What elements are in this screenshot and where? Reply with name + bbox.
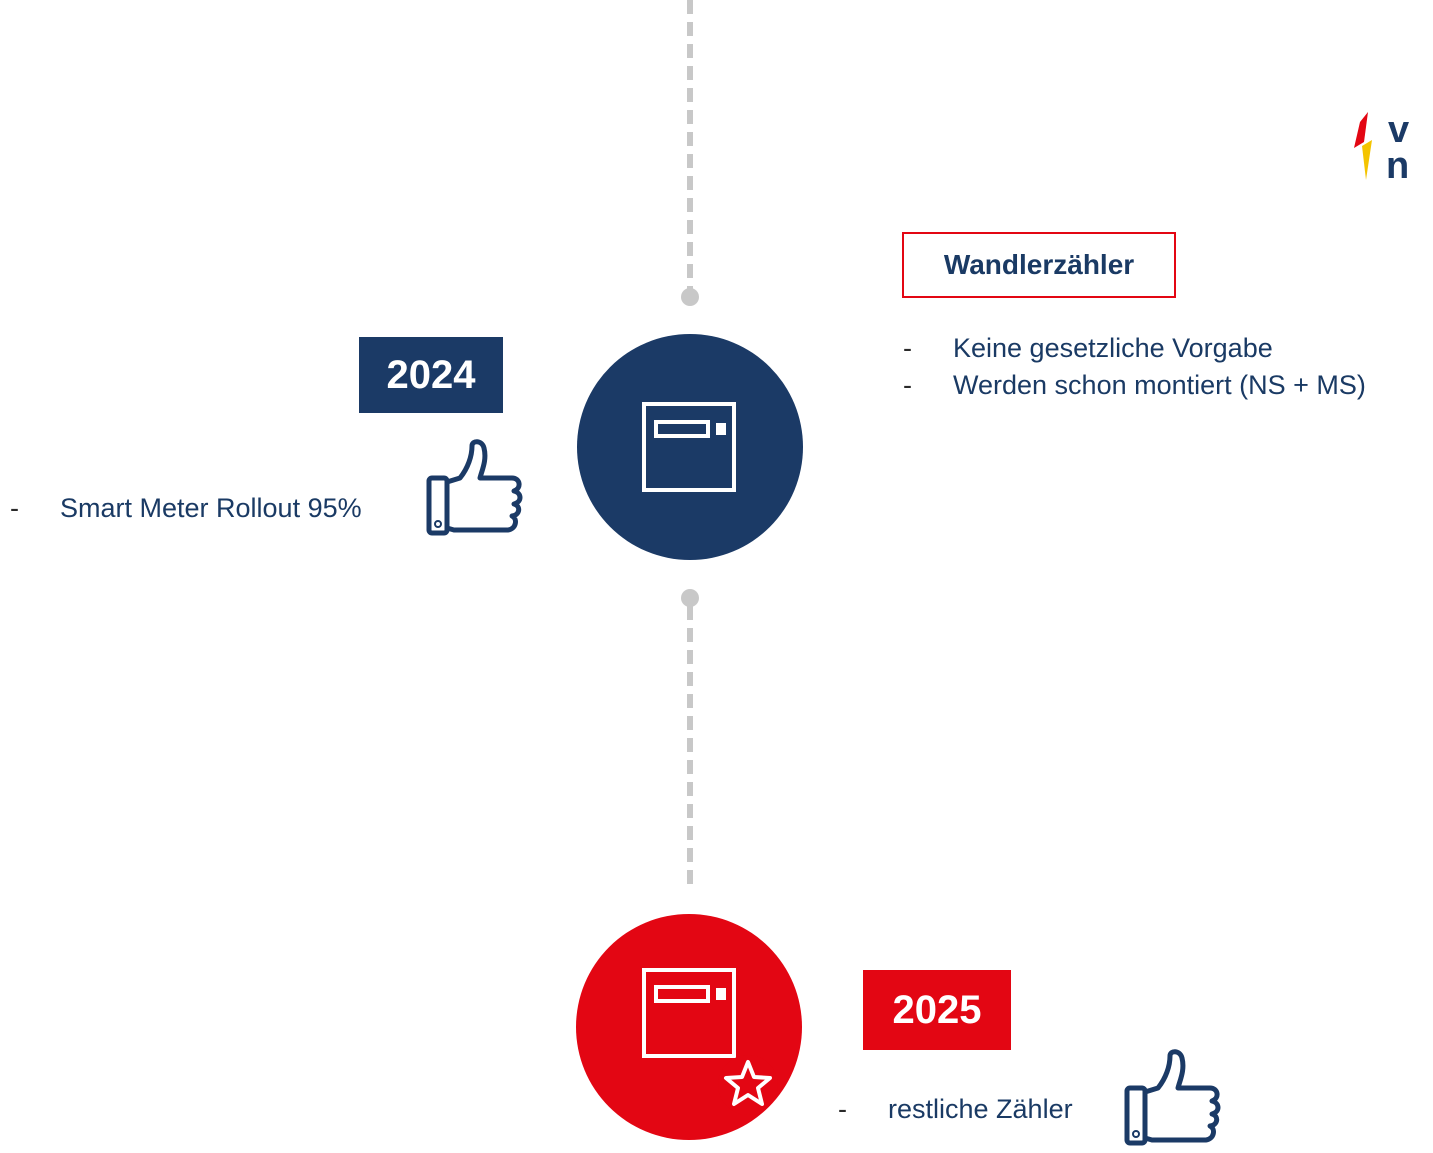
thumbs-up-icon <box>424 438 528 543</box>
svg-text:n: n <box>1386 145 1409 182</box>
note-2024-text: Smart Meter Rollout 95% <box>60 493 362 523</box>
logo: v n <box>1350 109 1433 187</box>
bullet-marker: - <box>838 1094 847 1124</box>
info-bullet-1-text: Keine gesetzliche Vorgabe <box>953 333 1273 363</box>
timeline-line-top <box>687 0 693 292</box>
info-box-title: Wandlerzähler <box>902 232 1176 298</box>
year-badge-2025: 2025 <box>863 970 1011 1050</box>
thumbs-up-icon <box>1122 1048 1226 1153</box>
bullet-marker: - <box>903 333 912 363</box>
timeline-line-bottom <box>687 606 693 886</box>
milestone-2024 <box>577 334 803 560</box>
note-2024: - Smart Meter Rollout 95% <box>10 489 362 527</box>
meter-icon <box>642 968 778 1115</box>
star-icon <box>724 1060 772 1106</box>
milestone-2025 <box>576 914 802 1140</box>
meter-icon <box>642 402 736 492</box>
bullet-marker: - <box>10 493 19 523</box>
info-bullet-1: - Keine gesetzliche Vorgabe <box>903 329 1273 367</box>
svg-text:v: v <box>1388 110 1409 151</box>
note-2025-text: restliche Zähler <box>888 1094 1073 1124</box>
timeline-dot-top <box>681 288 699 306</box>
note-2025: - restliche Zähler <box>838 1090 1073 1128</box>
info-bullet-2-text: Werden schon montiert (NS + MS) <box>953 370 1366 400</box>
timeline-dot-bottom <box>681 589 699 607</box>
year-badge-2024: 2024 <box>359 337 503 413</box>
info-bullet-2: - Werden schon montiert (NS + MS) <box>903 366 1366 404</box>
bullet-marker: - <box>903 370 912 400</box>
